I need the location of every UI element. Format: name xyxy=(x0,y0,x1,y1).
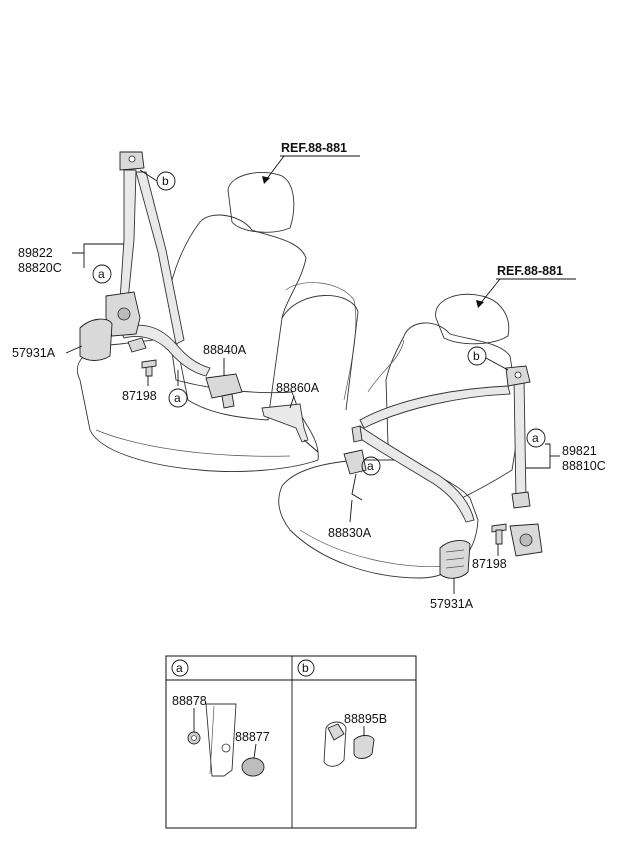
label-89822: 89822 xyxy=(18,246,53,260)
callout-a-left-top: a xyxy=(98,267,105,281)
label-88820c: 88820C xyxy=(18,261,62,275)
label-87198-right: 87198 xyxy=(472,557,507,571)
label-88840a: 88840A xyxy=(203,343,247,357)
label-89821: 89821 xyxy=(562,444,597,458)
label-88810c: 88810C xyxy=(562,459,606,473)
callout-a-right-bottom: a xyxy=(367,459,374,473)
left-belt-assembly xyxy=(79,151,319,453)
label-57931a-right: 57931A xyxy=(430,597,474,611)
legend-col-a: a xyxy=(176,661,183,675)
legend-table: a b 88878 88877 88895B xyxy=(165,655,417,829)
ref-label-left: REF.88-881 xyxy=(281,141,347,155)
legend-col-b: b xyxy=(302,661,309,675)
right-seat xyxy=(278,293,521,579)
callout-a-right-top: a xyxy=(532,431,539,445)
ref-left: REF.88-881 xyxy=(262,141,360,184)
callout-b-right: b xyxy=(473,349,480,363)
label-88860a: 88860A xyxy=(276,381,320,395)
label-88877: 88877 xyxy=(235,730,270,744)
callout-a-left-bottom: a xyxy=(174,391,181,405)
label-88895b: 88895B xyxy=(344,712,387,726)
ref-label-right: REF.88-881 xyxy=(497,264,563,278)
right-belt-assembly xyxy=(343,365,543,579)
label-88878: 88878 xyxy=(172,694,207,708)
right-callouts: b a 89821 88810C a 88830A 87198 57931A xyxy=(328,346,606,611)
label-87198-left: 87198 xyxy=(122,389,157,403)
label-88830a: 88830A xyxy=(328,526,372,540)
ref-right: REF.88-881 xyxy=(476,264,576,308)
callout-b-left: b xyxy=(162,174,169,188)
label-57931a-left: 57931A xyxy=(12,346,56,360)
left-callouts: b 89822 88820C a 57931A 87198 a 88840A 8… xyxy=(12,169,320,409)
